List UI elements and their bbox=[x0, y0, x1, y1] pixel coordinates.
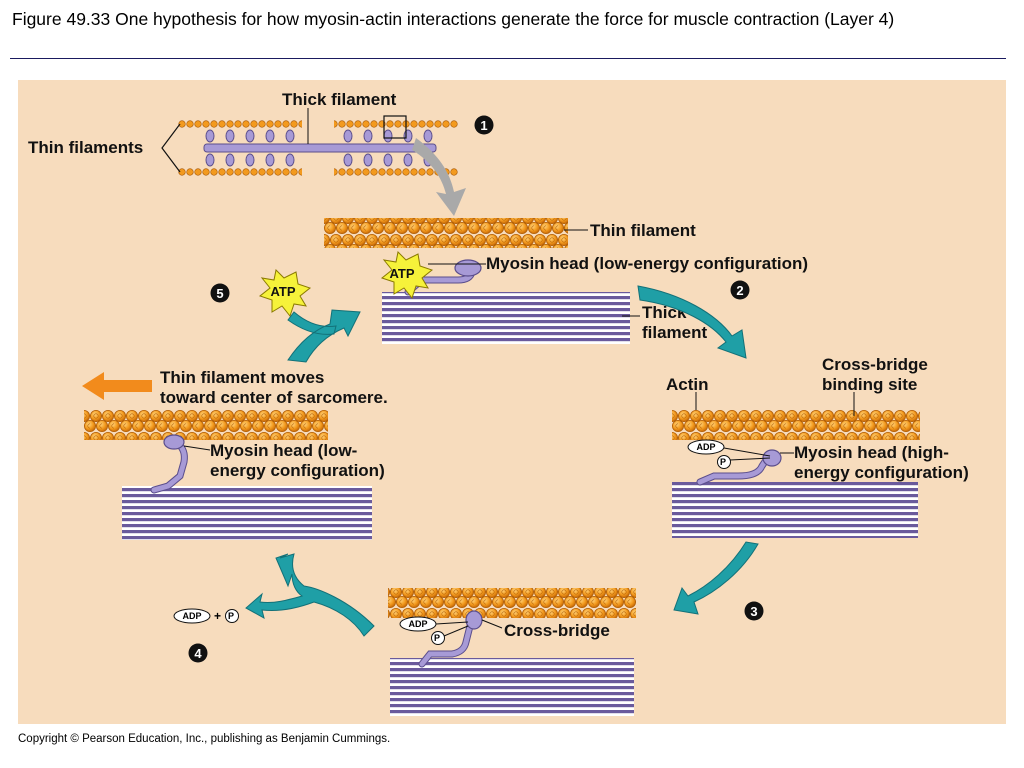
cycle-arrow-2 bbox=[637, 285, 747, 359]
pi-bubble-right bbox=[717, 455, 731, 469]
thick-filament-left bbox=[122, 486, 372, 540]
step-marker-4 bbox=[188, 643, 208, 663]
stage-bottom: ADP P bbox=[388, 588, 636, 716]
zoom-box bbox=[383, 115, 407, 139]
pi-bubble-released bbox=[225, 609, 239, 623]
thick-filament-bottom bbox=[390, 658, 634, 716]
cycle-arrow-5 bbox=[287, 309, 361, 363]
step-number-3: 3 bbox=[750, 604, 757, 619]
thin-filaments-bracket bbox=[161, 123, 181, 173]
stage-left bbox=[84, 410, 372, 540]
title-divider bbox=[10, 58, 1006, 59]
adp-label-released: ADP bbox=[182, 611, 201, 621]
cycle-arrow-4 bbox=[245, 553, 375, 637]
label-myosin-high-1: Myosin head (high- bbox=[794, 443, 949, 462]
diagram-panel: Thick filament Thin filaments 1 ATP Thin… bbox=[18, 80, 1006, 724]
step-marker-3 bbox=[744, 601, 764, 621]
cycle-arrow-3 bbox=[673, 541, 759, 615]
step-number-1: 1 bbox=[480, 118, 487, 133]
thin-filament-bottom-left bbox=[178, 168, 302, 176]
figure-title: Figure 49.33 One hypothesis for how myos… bbox=[12, 9, 895, 29]
adp-label-bottom: ADP bbox=[408, 619, 427, 629]
thick-filament-right bbox=[672, 482, 918, 538]
adp-bubble-released bbox=[173, 608, 211, 624]
atp-label-free: ATP bbox=[270, 284, 295, 299]
label-thin-moves-1: Thin filament moves bbox=[160, 368, 324, 387]
myosin-left-leader bbox=[183, 445, 211, 451]
step-number-2: 2 bbox=[736, 283, 743, 298]
myosin-head-top bbox=[454, 259, 482, 277]
label-thin-filaments: Thin filaments bbox=[28, 138, 143, 157]
label-myosin-high-2: energy configuration) bbox=[794, 463, 969, 482]
label-myosin-low-left-1: Myosin head (low- bbox=[210, 441, 357, 460]
label-actin: Actin bbox=[666, 375, 709, 394]
label-myosin-head-low-top: Myosin head (low-energy configuration) bbox=[486, 254, 808, 273]
thin-filament-top-left bbox=[178, 120, 302, 128]
actin-filament-top bbox=[324, 218, 568, 248]
pi-label-released: P bbox=[228, 611, 234, 621]
diagram-canvas: Thick filament Thin filaments 1 ATP Thin… bbox=[28, 90, 969, 716]
copyright-notice: Copyright © Pearson Education, Inc., pub… bbox=[18, 733, 391, 745]
label-cross-bridge-site-1: Cross-bridge bbox=[822, 355, 928, 374]
sarcomere-overview bbox=[161, 108, 458, 176]
step-marker-5 bbox=[210, 283, 230, 303]
mini-myosin-heads bbox=[205, 129, 433, 167]
step-marker-2 bbox=[730, 280, 750, 300]
atp-burst-free bbox=[258, 268, 312, 318]
zoom-arrow bbox=[412, 138, 466, 216]
stage-right: ADP P bbox=[672, 410, 920, 538]
step-number-5: 5 bbox=[216, 286, 223, 301]
label-myosin-low-left-2: energy configuration) bbox=[210, 461, 385, 480]
label-thin-filament: Thin filament bbox=[590, 221, 696, 240]
label-thick-line2: filament bbox=[642, 323, 708, 342]
step-marker-1 bbox=[474, 115, 494, 135]
released-products: ADP + P bbox=[173, 608, 239, 624]
thin-filament-bottom-right bbox=[334, 168, 458, 176]
actin-filament-left bbox=[84, 410, 328, 440]
pi-label-right: P bbox=[720, 457, 726, 467]
atp-label-bound: ATP bbox=[389, 266, 414, 281]
actin-filament-right bbox=[672, 410, 920, 440]
label-thin-moves-2: toward center of sarcomere. bbox=[160, 388, 388, 407]
thick-filament-mini bbox=[203, 143, 437, 153]
atp-burst-bound bbox=[380, 250, 434, 300]
movement-arrow bbox=[82, 372, 152, 400]
label-cross-bridge-site-2: binding site bbox=[822, 375, 917, 394]
label-cross-bridge: Cross-bridge bbox=[504, 621, 610, 640]
myosin-head-left bbox=[163, 434, 185, 450]
myosin-head-cross-bridge bbox=[465, 610, 483, 630]
actin-filament-bottom bbox=[388, 588, 636, 618]
cross-bridge-leader bbox=[481, 619, 503, 629]
label-thick-filament-top: Thick filament bbox=[282, 90, 397, 109]
adp-bubble-right bbox=[687, 439, 725, 455]
thick-filament-top bbox=[382, 292, 630, 344]
pi-bubble-bottom bbox=[431, 631, 445, 645]
stage-top: ATP bbox=[324, 218, 630, 344]
plus-sign: + bbox=[214, 609, 221, 623]
thin-filament-top-right bbox=[334, 120, 458, 128]
adp-label-right: ADP bbox=[696, 442, 715, 452]
pi-label-bottom: P bbox=[434, 633, 440, 643]
step-number-4: 4 bbox=[194, 646, 202, 661]
